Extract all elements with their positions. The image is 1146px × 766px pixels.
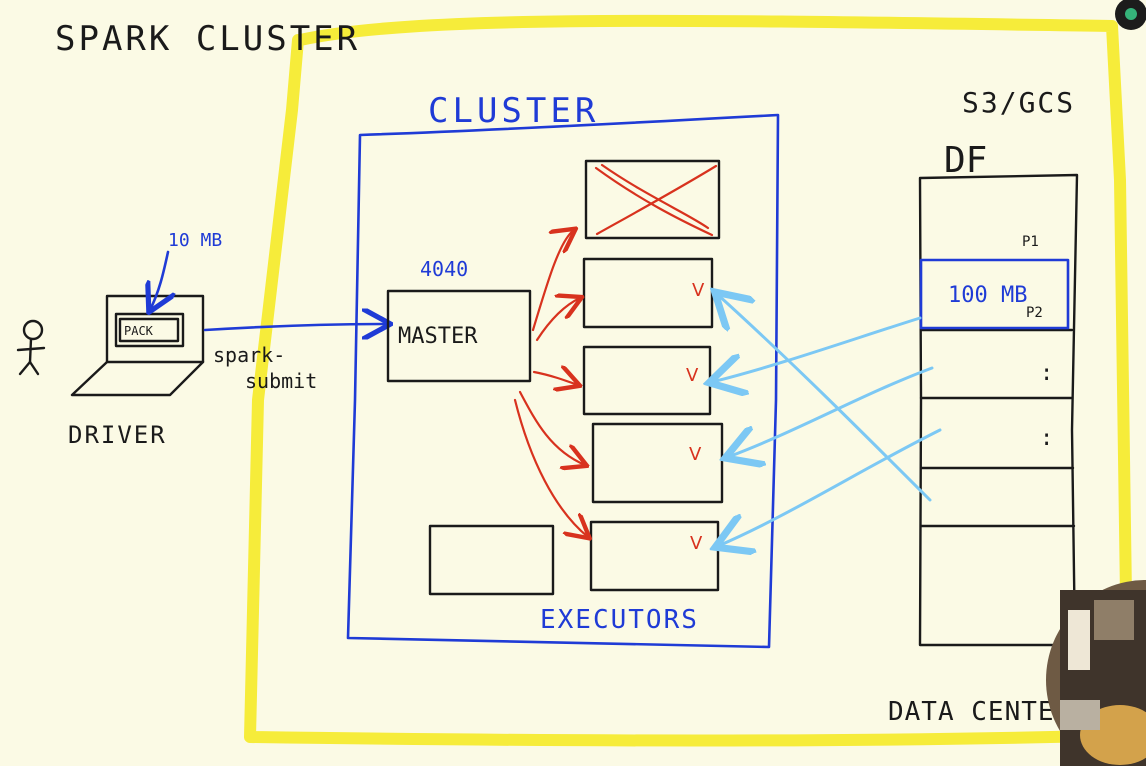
executor-1: V <box>582 257 714 329</box>
executor-3: V <box>591 422 724 504</box>
cluster-box <box>346 113 780 649</box>
partition-ellipsis-a: : <box>1040 361 1053 386</box>
executor-1-check: V <box>692 280 705 301</box>
package-size-arrow <box>150 250 168 310</box>
executor-2: V <box>582 345 712 416</box>
master-port-label: 4040 <box>420 257 468 281</box>
package-label: PACK <box>124 324 154 338</box>
master-label: MASTER <box>398 324 478 349</box>
partition-to-executor-1-arrow <box>717 294 932 502</box>
master-to-executor-2-arrow <box>532 372 578 385</box>
partition-p1-label: P1 <box>1022 234 1039 250</box>
master-to-executor-3-arrow <box>518 390 585 465</box>
storage-label: S3/GCS <box>962 86 1075 119</box>
user-icon <box>16 319 46 376</box>
partition-to-executor-2-arrow <box>712 316 922 382</box>
spark-submit-label-1: spark- <box>213 343 285 367</box>
spark-submit-arrow <box>203 324 388 330</box>
partition-to-executor-3-arrow <box>728 366 934 457</box>
package-box: PACK <box>114 312 185 348</box>
spark-submit-label-2: submit <box>245 369 317 393</box>
partition-p2-label: P2 <box>1026 305 1043 321</box>
partition-to-executor-4-arrow <box>718 428 942 546</box>
cluster-label: CLUSTER <box>428 91 599 131</box>
idle-node <box>428 524 555 596</box>
partition-size-label: 100 MB <box>948 283 1027 308</box>
executor-3-check: V <box>689 444 702 465</box>
master-to-executor-4-arrow <box>513 398 588 537</box>
dataframe-column <box>918 173 1079 647</box>
master-to-executor-1-arrow <box>535 298 580 342</box>
executor-2-check: V <box>686 365 699 386</box>
driver-label: DRIVER <box>68 421 167 449</box>
partition-ellipsis-b: : <box>1040 426 1053 451</box>
failed-cross-icon <box>594 163 718 237</box>
master-node <box>386 289 532 383</box>
executors-label: EXECUTORS <box>540 605 699 635</box>
webcam-overlay <box>1046 580 1146 766</box>
package-size-label: 10 MB <box>168 230 222 251</box>
partition-p2-highlight <box>919 258 1070 330</box>
executor-4: V <box>589 520 720 592</box>
data-center-label: DATA CENTE <box>888 697 1055 727</box>
executor-4-check: V <box>690 533 703 554</box>
dataframe-label: DF <box>944 140 987 181</box>
record-indicator-icon <box>1115 0 1146 30</box>
executor-failed <box>584 159 721 240</box>
diagram-title: SPARK CLUSTER <box>55 19 360 59</box>
master-to-failed-arrow <box>531 230 574 332</box>
